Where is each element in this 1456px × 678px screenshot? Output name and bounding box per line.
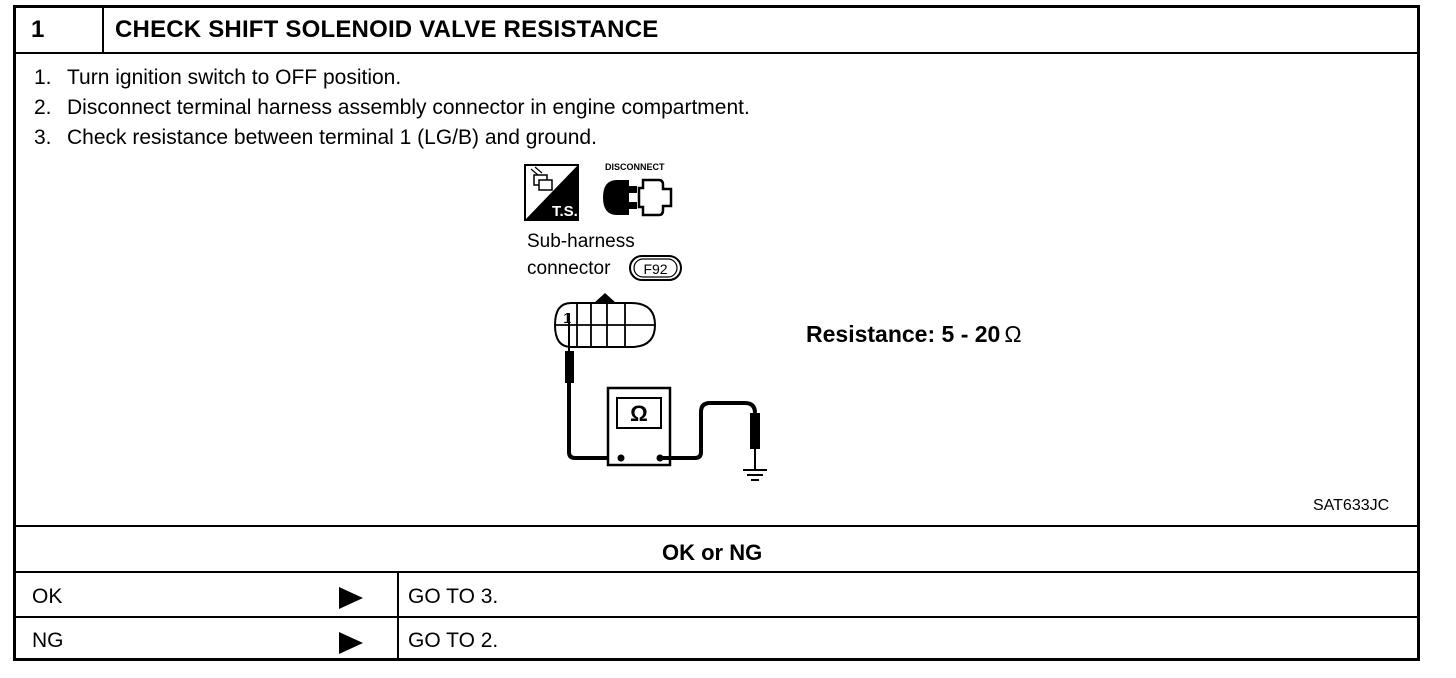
result-ok: OK — [32, 585, 63, 608]
connector-body: 1 — [553, 302, 657, 348]
figure-id: SAT633JC — [1313, 497, 1390, 514]
ground-icon — [743, 469, 767, 481]
terminal-number: 1 — [563, 310, 571, 327]
ts-icon: T.S. — [524, 164, 579, 221]
arrow-right-icon — [339, 587, 363, 609]
connector-label-line1: Sub-harness — [527, 231, 635, 252]
ohmmeter: Ω — [606, 386, 672, 467]
procedure-table: 1 CHECK SHIFT SOLENOID VALVE RESISTANCE … — [13, 5, 1420, 661]
step-title: CHECK SHIFT SOLENOID VALVE RESISTANCE — [115, 16, 659, 43]
instruction-1: 1.Turn ignition switch to OFF position. — [34, 66, 402, 89]
diagram-rule — [16, 525, 1417, 527]
connector-label-line2: connector — [527, 258, 611, 279]
result-ng: NG — [32, 629, 64, 652]
header-rule — [16, 52, 1417, 54]
ts-icon-label: T.S. — [552, 203, 578, 220]
result-rule-mid — [16, 616, 1417, 618]
instruction-3: 3.Check resistance between terminal 1 (L… — [34, 126, 597, 149]
result-prompt: OK or NG — [662, 540, 763, 565]
disconnect-icon: DISCONNECT — [603, 162, 673, 217]
header-divider — [102, 8, 104, 54]
action-ok: GO TO 3. — [408, 585, 499, 608]
instruction-2: 2.Disconnect terminal harness assembly c… — [34, 96, 750, 119]
ohm-symbol: Ω — [630, 401, 648, 426]
connector-code: F92 — [643, 261, 667, 277]
resistance-check-diagram: T.S. DISCONNECT Sub-harness connector F9… — [524, 162, 767, 481]
arrow-right-icon — [339, 632, 363, 654]
action-ng: GO TO 2. — [408, 629, 499, 652]
disconnect-label: DISCONNECT — [605, 162, 665, 172]
result-rule-top — [16, 571, 1417, 573]
step-number: 1 — [31, 16, 45, 43]
